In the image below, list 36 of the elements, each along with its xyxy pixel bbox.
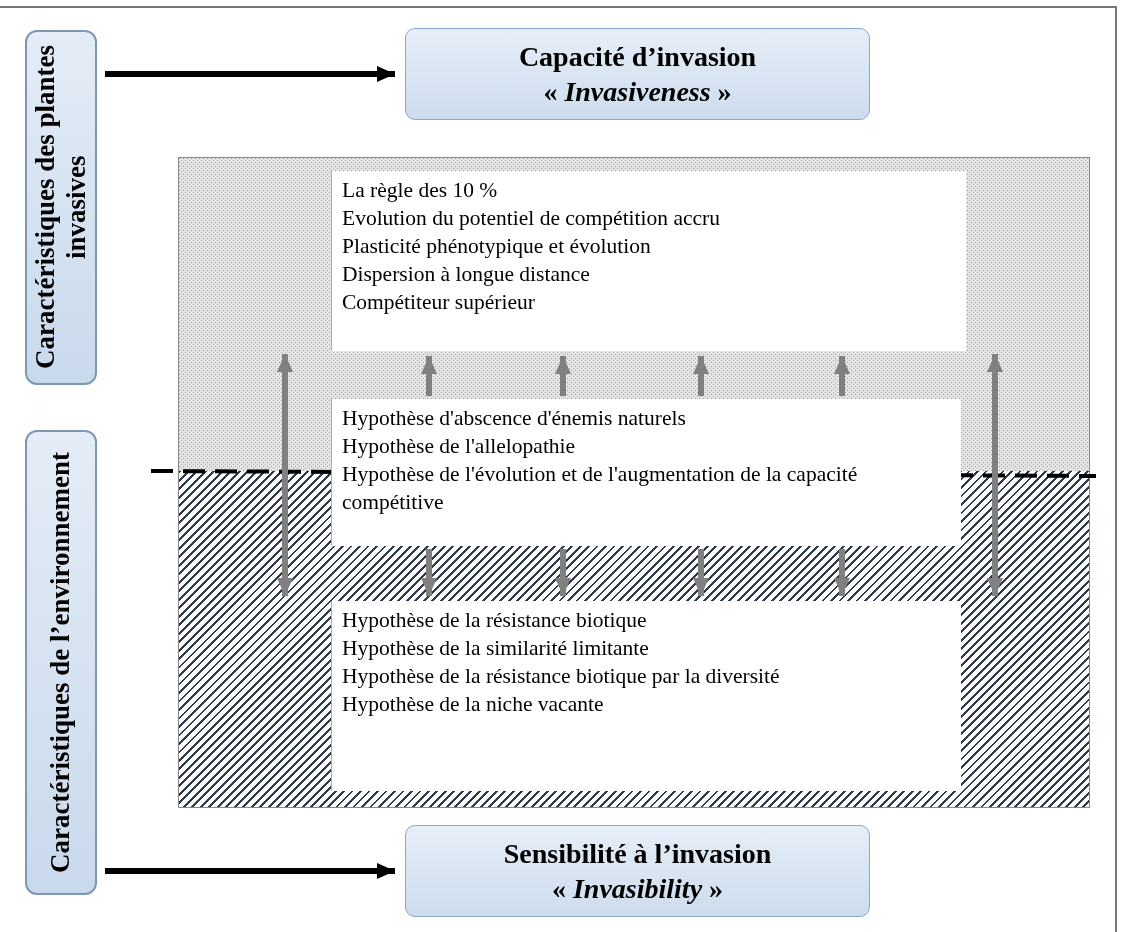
list-item-text: Hypothèse d'abscence d'énemis naturels (342, 405, 687, 432)
heading-box (405, 28, 870, 120)
list-item-text: Evolution du potentiel de compétition accru (342, 204, 721, 232)
subheading-text: « Invasibility » (551, 872, 724, 906)
list-item-text: Compétiteur supérieur (342, 288, 536, 316)
arrow (555, 549, 571, 596)
arrow (421, 356, 437, 396)
list-item-text: Hypothèse de l'allelopathie (342, 432, 577, 460)
double-arrow (987, 354, 1003, 596)
list-item-text: Plasticité phénotypique et évolution (342, 232, 652, 260)
text-box (331, 399, 961, 546)
subheading-text: « Invasiveness » (543, 75, 732, 109)
list-item-text: Hypothèse de la similarité limitante (342, 634, 650, 662)
arrow (693, 549, 709, 596)
list-item-text: La règle des 10 % (342, 177, 499, 204)
list-item-text: Hypothèse de la niche vacante (342, 690, 605, 718)
heading-box (405, 825, 870, 917)
text-box (331, 171, 966, 351)
vertical-label: Caractéristiques de l’environnement (45, 452, 77, 873)
label-panel (25, 30, 97, 385)
double-arrow (277, 354, 293, 596)
heading-text: Capacité d’invasion (518, 40, 757, 74)
arrow (834, 356, 850, 396)
arrow (693, 356, 709, 396)
list-item-text: Hypothèse de la résistance biotique par la diversité (342, 662, 781, 690)
arrow (105, 66, 395, 82)
list-item-text: Hypothèse de l'évolution et de l'augmentation de la capacité compétitive (342, 460, 859, 516)
arrow (421, 549, 437, 596)
arrow (105, 863, 395, 879)
list-item-text: Hypothèse de la résistance biotique (342, 607, 648, 634)
list-item-text: Dispersion à longue distance (342, 260, 591, 288)
heading-text: Sensibilité à l’invasion (503, 837, 772, 871)
text-box (331, 601, 961, 791)
vertical-label: Caractéristiques des plantes invasives (29, 44, 92, 372)
label-panel (25, 430, 97, 895)
arrow (555, 356, 571, 396)
